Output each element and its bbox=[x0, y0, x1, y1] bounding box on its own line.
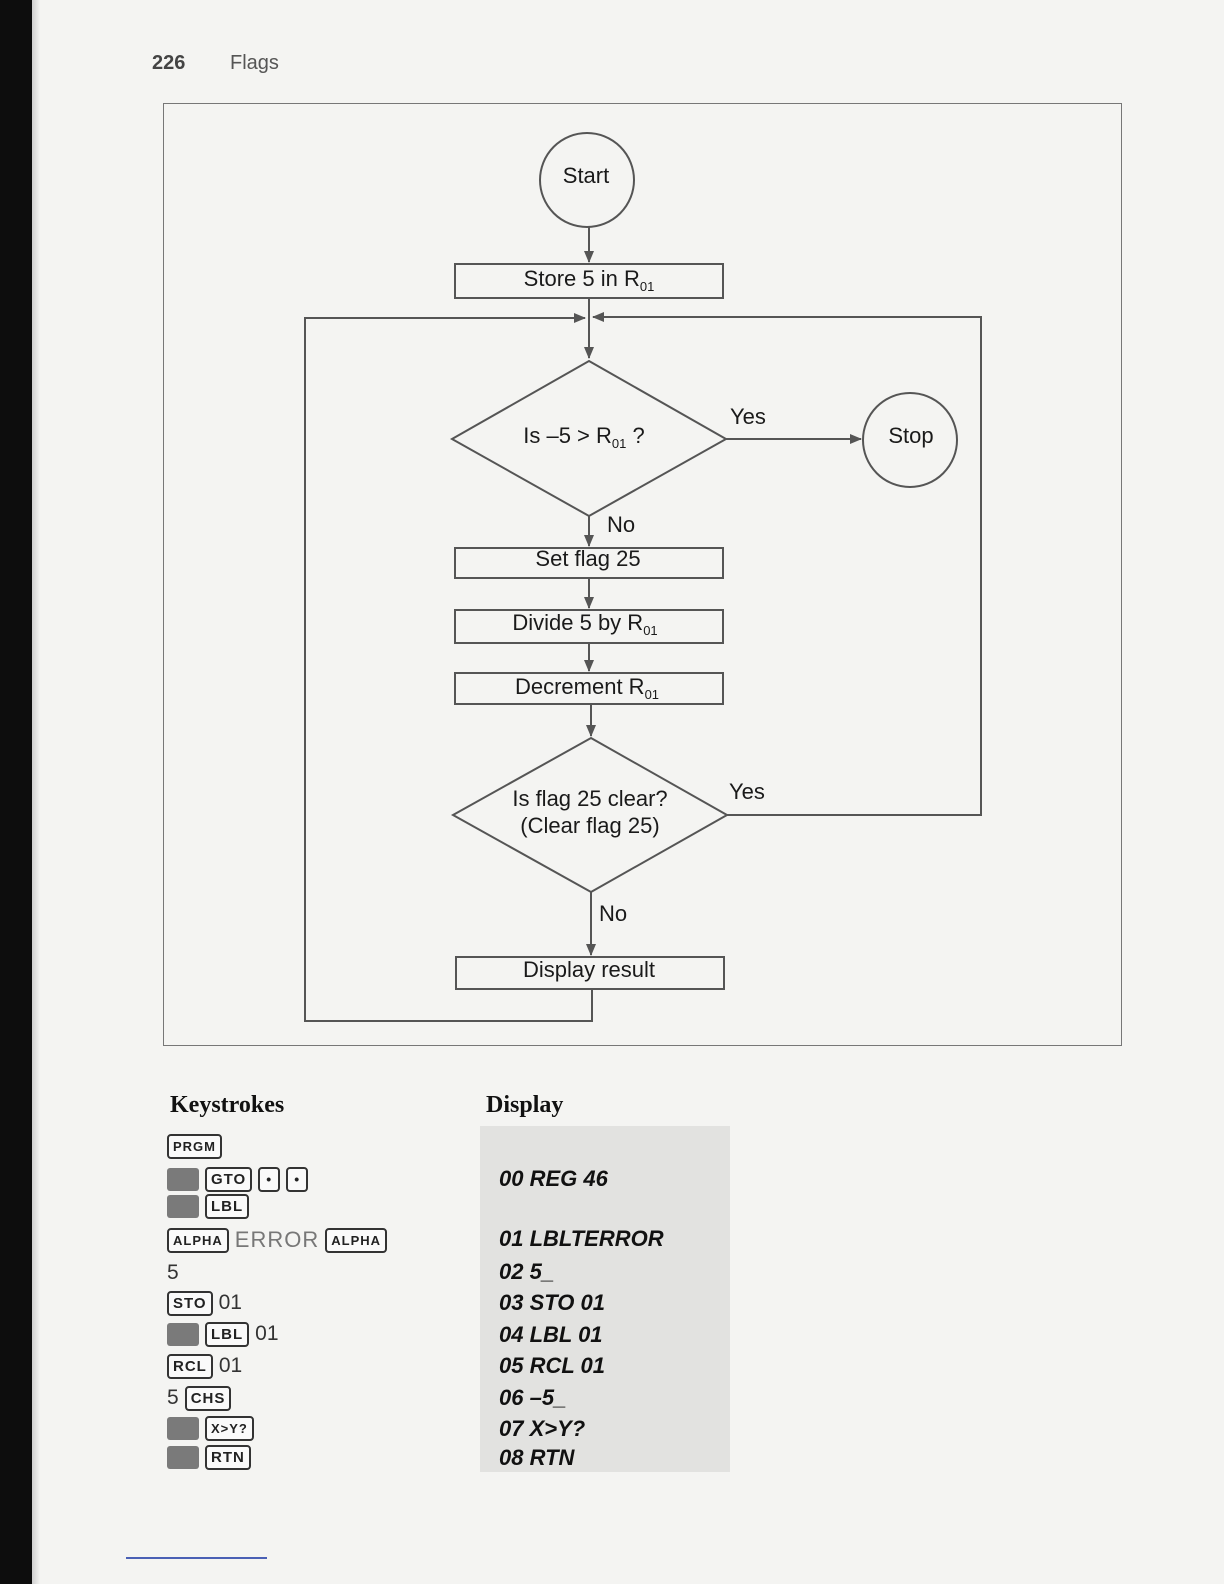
yes-label-1: Yes bbox=[730, 404, 766, 429]
display-line: 05 RCL 01 bbox=[499, 1353, 605, 1378]
dot-key: • bbox=[286, 1166, 309, 1192]
register-entry: 01 bbox=[218, 1354, 243, 1377]
x-gt-y-key: X>Y? bbox=[205, 1415, 254, 1441]
decision-2-label-line2: (Clear flag 25) bbox=[520, 813, 659, 838]
divide-label: Divide 5 by R01 bbox=[512, 610, 657, 638]
display-line: 01 LBLTERROR bbox=[499, 1226, 664, 1251]
decrement-box bbox=[454, 672, 724, 705]
display-result-label: Display result bbox=[523, 957, 655, 982]
book-binding bbox=[0, 0, 32, 1584]
display-result-box bbox=[455, 956, 725, 990]
keystroke-row-1: PRGM bbox=[167, 1133, 222, 1159]
keystroke-row-6: STO 01 bbox=[167, 1290, 242, 1316]
keystroke-row-11: RTN bbox=[167, 1444, 251, 1470]
sto-key: STO bbox=[167, 1290, 213, 1316]
shift-key bbox=[167, 1416, 199, 1440]
display-line: 06 –5_ bbox=[499, 1385, 567, 1410]
display-line: 00 REG 46 bbox=[499, 1166, 608, 1191]
keystrokes-header: Keystrokes bbox=[170, 1092, 285, 1118]
decision-1-label: Is –5 > R01 ? bbox=[523, 423, 644, 451]
start-node bbox=[539, 132, 635, 228]
yes-label-2: Yes bbox=[729, 779, 765, 804]
start-label: Start bbox=[563, 163, 609, 188]
keystroke-row-10: X>Y? bbox=[167, 1415, 254, 1441]
set-flag-label: Set flag 25 bbox=[535, 546, 640, 571]
display-line: 03 STO 01 bbox=[499, 1290, 605, 1315]
register-entry: 01 bbox=[218, 1291, 242, 1314]
display-line: 02 5_ bbox=[499, 1259, 555, 1284]
page-number: 226 bbox=[152, 52, 186, 74]
keystroke-row-5: 5 bbox=[167, 1260, 179, 1286]
keystroke-row-4: ALPHA ERROR ALPHA bbox=[167, 1227, 388, 1253]
chs-key: CHS bbox=[184, 1385, 232, 1411]
decision-2-label-line1: Is flag 25 clear? bbox=[512, 786, 667, 811]
no-label-1: No bbox=[607, 512, 635, 537]
prgm-key: PRGM bbox=[167, 1133, 222, 1159]
section-title: Flags bbox=[230, 52, 279, 74]
keystroke-row-3: LBL bbox=[167, 1193, 250, 1219]
store-label: Store 5 in R01 bbox=[524, 266, 655, 294]
shift-key bbox=[167, 1194, 199, 1218]
binding-shadow bbox=[32, 0, 40, 1584]
flowchart-frame bbox=[163, 103, 1122, 1046]
display-line: 04 LBL 01 bbox=[499, 1322, 603, 1347]
shift-key bbox=[167, 1322, 199, 1346]
loop-display-back bbox=[304, 313, 593, 1022]
footnote-rule bbox=[126, 1557, 267, 1559]
lbl-key: LBL bbox=[205, 1321, 250, 1347]
alpha-key: ALPHA bbox=[325, 1227, 388, 1253]
display-panel bbox=[480, 1126, 730, 1472]
shift-key bbox=[167, 1445, 199, 1469]
keystroke-row-9: 5 CHS bbox=[167, 1385, 232, 1411]
decrement-label: Decrement R01 bbox=[515, 674, 659, 702]
display-header: Display bbox=[486, 1092, 564, 1118]
alpha-key: ALPHA bbox=[167, 1227, 229, 1253]
stop-node bbox=[862, 392, 958, 488]
keystroke-row-7: LBL 01 bbox=[167, 1321, 279, 1347]
display-line: 08 RTN bbox=[499, 1445, 575, 1470]
dot-key: • bbox=[258, 1166, 281, 1192]
keystroke-row-8: RCL 01 bbox=[167, 1353, 242, 1379]
rcl-key: RCL bbox=[167, 1353, 213, 1379]
rtn-key: RTN bbox=[205, 1444, 251, 1470]
display-line: 07 X>Y? bbox=[499, 1416, 586, 1441]
no-label-2: No bbox=[599, 901, 627, 926]
label-entry: 01 bbox=[255, 1322, 279, 1345]
alpha-text: ERROR bbox=[234, 1227, 320, 1252]
flowchart: Start Store 5 in R01 Is –5 > R01 ? Yes S… bbox=[304, 132, 982, 1022]
keystroke-row-2: GTO • • bbox=[167, 1166, 309, 1192]
lbl-key: LBL bbox=[205, 1193, 250, 1219]
digit-entry: 5 bbox=[167, 1386, 179, 1409]
loop-yes-back bbox=[592, 312, 982, 816]
gto-key: GTO bbox=[205, 1166, 253, 1192]
stop-label: Stop bbox=[888, 423, 933, 448]
shift-key bbox=[167, 1167, 199, 1191]
digit-entry: 5 bbox=[167, 1261, 179, 1284]
